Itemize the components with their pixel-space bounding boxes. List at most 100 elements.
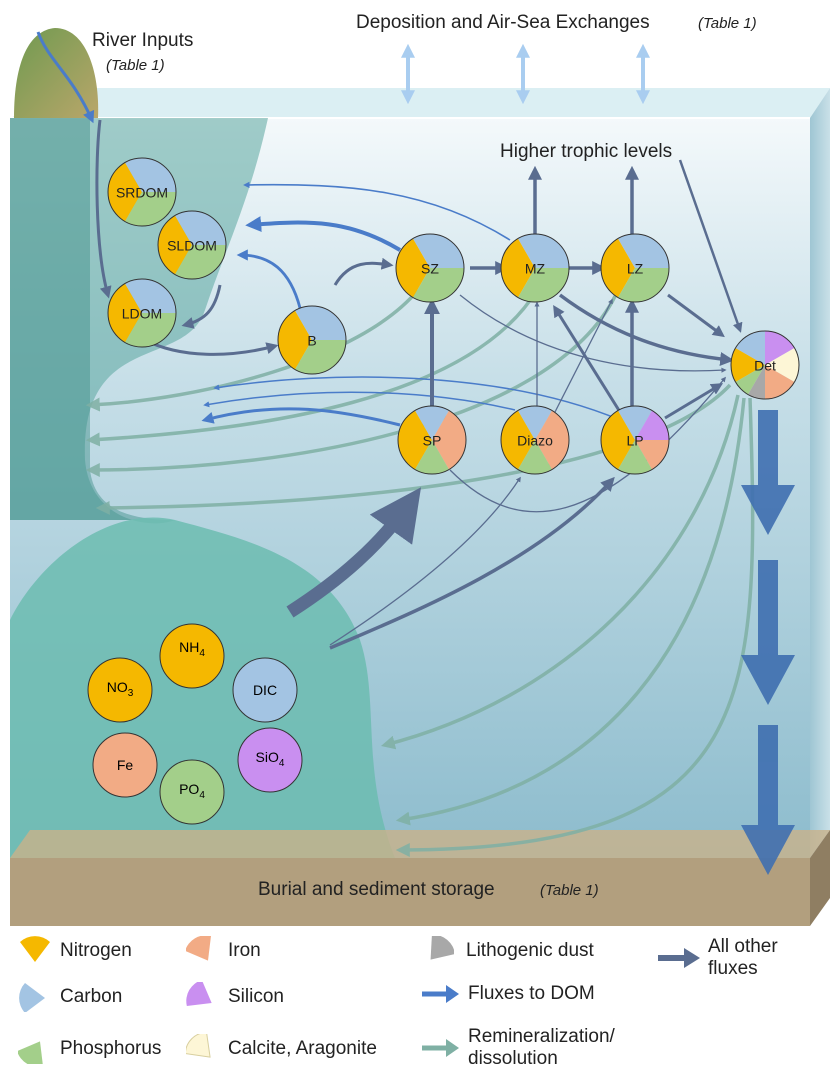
sp-label: SP (423, 433, 442, 449)
carbon-slice (413, 233, 464, 268)
other-flux-arrows (95, 119, 743, 650)
sz-node: SZ (395, 233, 465, 303)
carbon-slice (125, 278, 176, 313)
carbon-slice (295, 306, 346, 340)
carbon-wedge-icon (19, 983, 45, 1012)
legend-phosphorus: Phosphorus (18, 1034, 161, 1064)
det-node: Det (730, 330, 800, 400)
phosphorus-slice (518, 268, 569, 302)
iron-slice (432, 410, 466, 470)
legend-silicon: Silicon (186, 982, 284, 1012)
legend-other-fluxes: All other fluxes (656, 936, 778, 980)
river-arrow (36, 31, 95, 124)
carbon-slice (518, 233, 569, 268)
nitrogen-wedge-icon (20, 936, 50, 962)
mz-node: MZ (500, 233, 570, 303)
phosphorus-slice (125, 192, 176, 226)
burial-top-face (10, 830, 830, 858)
legend: Nitrogen Carbon Phosphorus Iron Silicon … (0, 920, 830, 1071)
burial-side-face (810, 830, 830, 926)
nitrogen-slice (398, 410, 432, 470)
ocean-side-face (810, 88, 830, 858)
carbon-slice (618, 406, 652, 440)
legend-dom-fluxes: Fluxes to DOM (420, 982, 595, 1006)
nitrogen-slice (731, 348, 765, 382)
nodes-layer: SRDOM SLDOM LDOM B SZ MZ LZ SP Diazo LP Det (107, 157, 800, 475)
fe-label: Fe (117, 757, 134, 773)
diazo-label: Diazo (517, 433, 553, 449)
calcite-slice (765, 348, 799, 382)
sldom-label: SLDOM (167, 238, 217, 254)
legend-calcite: Calcite, Aragonite (186, 1034, 377, 1064)
lithogenic-slice (748, 365, 765, 399)
node-outline (600, 233, 670, 303)
phosphorus-slice (415, 440, 449, 474)
no3-label: NO3 (107, 679, 134, 699)
burial-layer (10, 858, 810, 926)
det-label: Det (754, 358, 776, 374)
legend-lithogenic: Lithogenic dust (420, 936, 594, 966)
lp-node: LP (600, 405, 670, 475)
iron-wedge-icon (186, 936, 211, 961)
remineralization-arrow-icon (422, 1039, 459, 1057)
b-node: B (277, 305, 347, 375)
river-ref: (Table 1) (106, 57, 165, 74)
lz-label: LZ (627, 261, 644, 277)
node-outline (500, 233, 570, 303)
srdom-label: SRDOM (116, 185, 168, 201)
node-outline (107, 157, 177, 227)
remineralization-arrows (85, 288, 755, 857)
sz-label: SZ (421, 261, 439, 277)
calcite-wedge-icon (186, 1034, 211, 1058)
nitrogen-slice (157, 215, 192, 275)
node-outline (730, 330, 800, 400)
node-outline (107, 278, 177, 348)
legend-nitrogen: Nitrogen (18, 936, 132, 966)
nitrogen-slice (501, 410, 535, 470)
coastal-column-inner (10, 118, 175, 520)
phosphorus-wedge-icon (18, 1041, 43, 1064)
carbon-slice (618, 233, 669, 268)
silicon-wedge-icon (186, 982, 212, 1006)
land-hill (14, 28, 99, 118)
carbon-slice (125, 157, 176, 192)
sinking-flux-arrows (741, 410, 795, 875)
other-flux-arrow-icon (658, 948, 700, 968)
nitrogen-slice (601, 238, 635, 298)
legend-remineralization: Remineralization/ dissolution (420, 1026, 615, 1070)
carbon-slice (415, 406, 449, 440)
node-outline (500, 405, 570, 475)
phosphorus-slice (618, 268, 669, 302)
phosphorus-slice (618, 440, 652, 474)
iron-slice (535, 410, 569, 470)
deposition-title: Deposition and Air-Sea Exchanges (356, 12, 650, 33)
dom-flux-arrows (201, 181, 621, 427)
nh4-label: NH4 (179, 639, 205, 659)
sio4-label: SiO4 (256, 749, 285, 769)
sldom-node: SLDOM (157, 210, 227, 280)
lp-label: LP (626, 433, 643, 449)
deposition-ref: (Table 1) (698, 15, 757, 32)
mz-label: MZ (525, 261, 546, 277)
lz-node: LZ (600, 233, 670, 303)
dic-label: DIC (253, 682, 277, 698)
higher-trophic-label: Higher trophic levels (500, 141, 672, 162)
burial-label: Burial and sediment storage (258, 879, 495, 900)
nitrogen-slice (278, 310, 312, 370)
carbon-slice (518, 406, 552, 440)
carbon-slice (175, 210, 226, 245)
phosphorus-slice (413, 268, 464, 302)
ocean-top-face (10, 88, 830, 118)
river-label: River Inputs (92, 30, 193, 51)
sp-node: SP (397, 405, 467, 475)
diazo-node: Diazo (500, 405, 570, 475)
node-outline (600, 405, 670, 475)
node-outline (397, 405, 467, 475)
po4-label: PO4 (179, 781, 205, 801)
ldom-label: LDOM (122, 306, 162, 322)
legend-iron: Iron (186, 936, 261, 966)
node-outline (157, 210, 227, 280)
b-label: B (307, 333, 316, 349)
nitrogen-slice (501, 238, 535, 298)
